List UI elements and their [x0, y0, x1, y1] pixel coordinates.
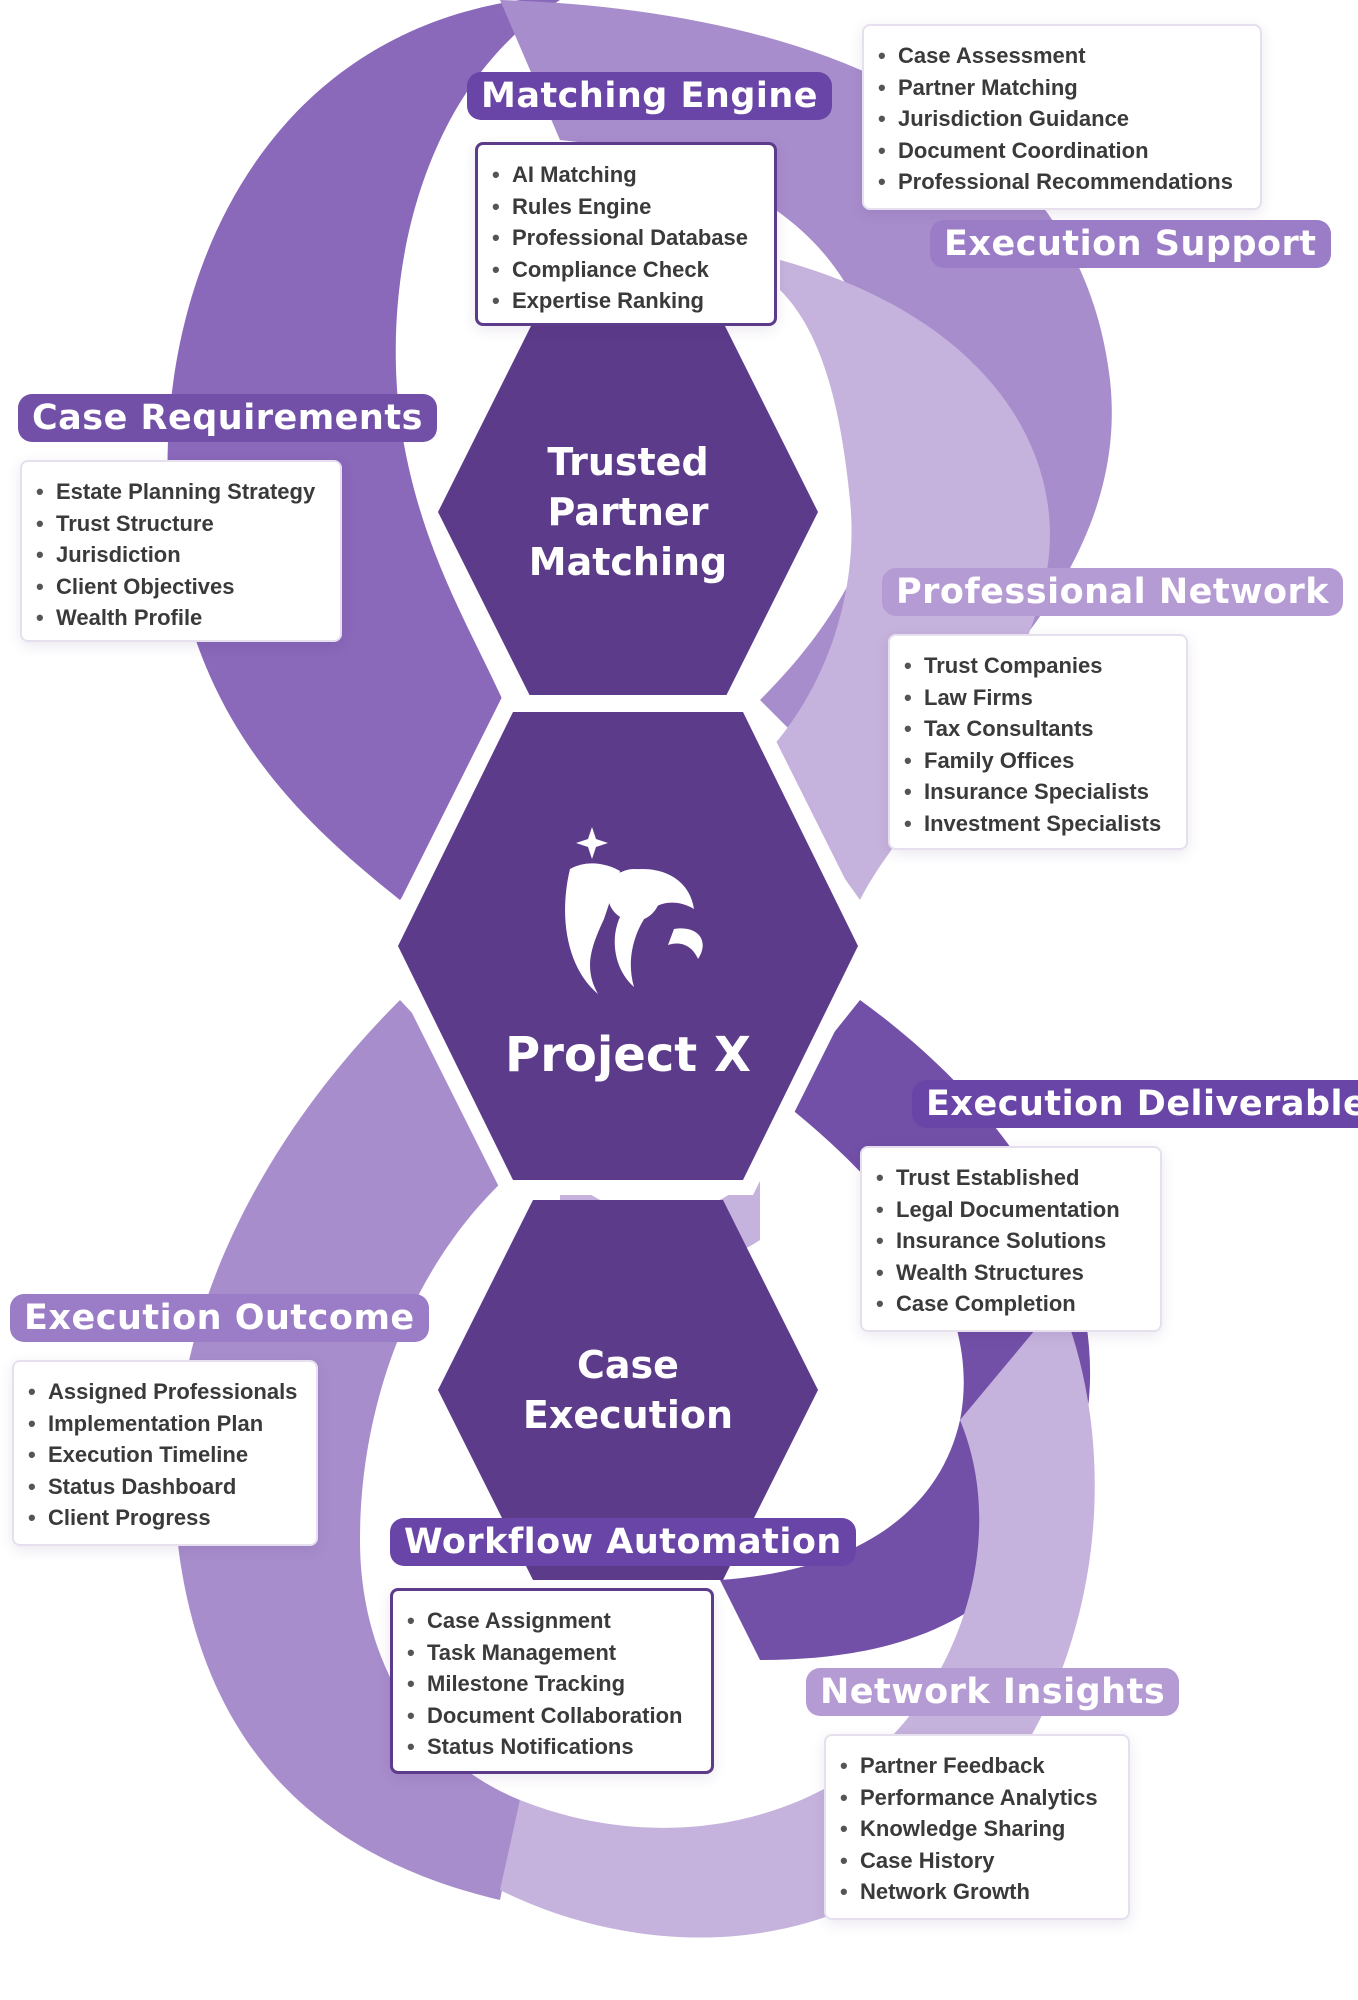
- case-requirements-card: Estate Planning StrategyTrust StructureJ…: [20, 460, 342, 642]
- professional-network-card: Trust CompaniesLaw FirmsTax ConsultantsF…: [888, 634, 1188, 850]
- execution-support-list: Case AssessmentPartner MatchingJurisdict…: [878, 40, 1244, 198]
- list-item: Execution Timeline: [28, 1439, 300, 1471]
- list-item: Client Objectives: [36, 571, 324, 603]
- list-item: Trust Structure: [36, 508, 324, 540]
- matching-engine-list: AI MatchingRules EngineProfessional Data…: [492, 159, 758, 317]
- list-item: Case Assessment: [878, 40, 1244, 72]
- list-item: Status Notifications: [407, 1731, 695, 1763]
- list-item: Investment Specialists: [904, 808, 1170, 840]
- list-item: Trust Established: [876, 1162, 1144, 1194]
- execution-outcome-list: Assigned ProfessionalsImplementation Pla…: [28, 1376, 300, 1534]
- professional-network-label: Professional Network: [882, 568, 1344, 616]
- case-execution-title: Case Execution: [522, 1343, 734, 1437]
- list-item: Wealth Structures: [876, 1257, 1144, 1289]
- list-item: Family Offices: [904, 745, 1170, 777]
- execution-deliverables-list: Trust EstablishedLegal DocumentationInsu…: [876, 1162, 1144, 1320]
- execution-outcome-label: Execution Outcome: [10, 1294, 429, 1342]
- list-item: Professional Database: [492, 222, 758, 254]
- lower-left-ribbon: [174, 1000, 541, 1900]
- list-item: Expertise Ranking: [492, 285, 758, 317]
- list-item: Trust Companies: [904, 650, 1170, 682]
- list-item: Assigned Professionals: [28, 1376, 300, 1408]
- execution-support-card: Case AssessmentPartner MatchingJurisdict…: [862, 24, 1262, 210]
- list-item: AI Matching: [492, 159, 758, 191]
- list-item: Case History: [840, 1845, 1112, 1877]
- list-item: Insurance Solutions: [876, 1225, 1144, 1257]
- project-x-logo-icon: [565, 827, 703, 994]
- matching-engine-label: Matching Engine: [467, 72, 833, 120]
- project-x-title: Project X: [505, 1027, 751, 1083]
- list-item: Document Coordination: [878, 135, 1244, 167]
- execution-support-label: Execution Support: [930, 220, 1331, 268]
- list-item: Wealth Profile: [36, 602, 324, 634]
- list-item: Performance Analytics: [840, 1782, 1112, 1814]
- list-item: Legal Documentation: [876, 1194, 1144, 1226]
- professional-network-list: Trust CompaniesLaw FirmsTax ConsultantsF…: [904, 650, 1170, 839]
- workflow-automation-list: Case AssignmentTask ManagementMilestone …: [407, 1605, 695, 1763]
- network-insights-label: Network Insights: [806, 1668, 1180, 1716]
- list-item: Milestone Tracking: [407, 1668, 695, 1700]
- list-item: Jurisdiction: [36, 539, 324, 571]
- upper-left-ribbon: [167, 0, 560, 900]
- list-item: Tax Consultants: [904, 713, 1170, 745]
- list-item: Network Growth: [840, 1876, 1112, 1908]
- case-execution-hex: Case Execution: [438, 1200, 818, 1580]
- list-item: Law Firms: [904, 682, 1170, 714]
- list-item: Partner Feedback: [840, 1750, 1112, 1782]
- list-item: Case Assignment: [407, 1605, 695, 1637]
- list-item: Implementation Plan: [28, 1408, 300, 1440]
- workflow-automation-label: Workflow Automation: [390, 1518, 856, 1566]
- list-item: Partner Matching: [878, 72, 1244, 104]
- list-item: Jurisdiction Guidance: [878, 103, 1244, 135]
- workflow-automation-card: Case AssignmentTask ManagementMilestone …: [390, 1588, 714, 1774]
- list-item: Task Management: [407, 1637, 695, 1669]
- list-item: Knowledge Sharing: [840, 1813, 1112, 1845]
- list-item: Compliance Check: [492, 254, 758, 286]
- case-requirements-list: Estate Planning StrategyTrust StructureJ…: [36, 476, 324, 634]
- execution-deliverables-label: Execution Deliverables: [912, 1080, 1358, 1128]
- list-item: Client Progress: [28, 1502, 300, 1534]
- matching-engine-card: AI MatchingRules EngineProfessional Data…: [475, 142, 777, 326]
- network-insights-card: Partner FeedbackPerformance AnalyticsKno…: [824, 1734, 1130, 1920]
- list-item: Case Completion: [876, 1288, 1144, 1320]
- network-insights-list: Partner FeedbackPerformance AnalyticsKno…: [840, 1750, 1112, 1908]
- list-item: Rules Engine: [492, 191, 758, 223]
- list-item: Document Collaboration: [407, 1700, 695, 1732]
- list-item: Insurance Specialists: [904, 776, 1170, 808]
- case-requirements-label: Case Requirements: [18, 394, 437, 442]
- list-item: Status Dashboard: [28, 1471, 300, 1503]
- list-item: Professional Recommendations: [878, 166, 1244, 198]
- trusted-partner-matching-title: Trusted Partner Matching: [528, 440, 728, 584]
- execution-outcome-card: Assigned ProfessionalsImplementation Pla…: [12, 1360, 318, 1546]
- execution-deliverables-card: Trust EstablishedLegal DocumentationInsu…: [860, 1146, 1162, 1332]
- list-item: Estate Planning Strategy: [36, 476, 324, 508]
